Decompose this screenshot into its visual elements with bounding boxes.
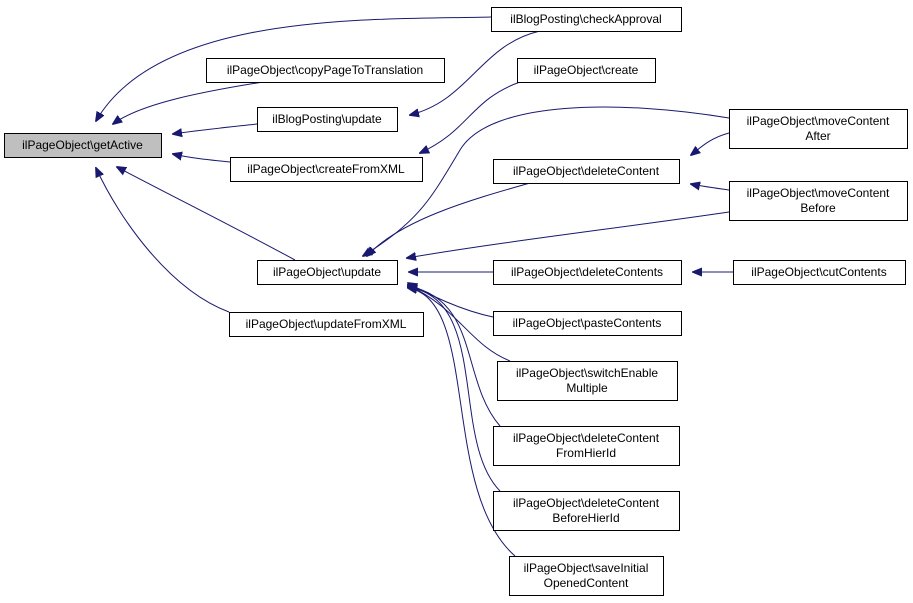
nodes-layer: ilPageObject\getActive ilBlogPosting\chec… bbox=[4, 7, 908, 596]
node-box-pasteContents bbox=[493, 311, 682, 336]
node-create[interactable]: ilPageObject\create bbox=[517, 58, 656, 83]
node-label-saveInitialOpenedContent-0: ilPageObject\saveInitial bbox=[524, 561, 649, 575]
node-label-saveInitialOpenedContent-1: OpenedContent bbox=[544, 576, 629, 590]
edges-layer bbox=[96, 16, 733, 557]
node-label-copyPageToTranslation-0: ilPageObject\copyPageToTranslation bbox=[227, 63, 423, 77]
node-label-blogUpdate-0: ilBlogPosting\update bbox=[272, 112, 382, 126]
node-box-deleteContentFromHierId bbox=[493, 426, 680, 466]
edge-updateFromXML-to-getActive bbox=[96, 168, 230, 313]
node-box-update bbox=[257, 260, 398, 285]
node-label-deleteContentFromHierId-0: ilPageObject\deleteContent bbox=[513, 431, 660, 445]
edge-moveContentBefore-to-update bbox=[407, 211, 730, 258]
node-box-moveContentAfter bbox=[729, 109, 908, 149]
edge-deleteContentFromHierId-to-update bbox=[408, 286, 501, 427]
node-label-pasteContents-0: ilPageObject\pasteContents bbox=[513, 316, 662, 330]
node-label-checkApproval-0: ilBlogPosting\checkApproval bbox=[510, 12, 661, 26]
node-box-cutContents bbox=[733, 260, 906, 285]
node-deleteContent[interactable]: ilPageObject\deleteContent bbox=[493, 159, 680, 184]
node-box-deleteContentBeforeHierId bbox=[493, 491, 680, 531]
node-cutContents[interactable]: ilPageObject\cutContents bbox=[733, 260, 906, 285]
node-label-moveContentBefore-1: Before bbox=[800, 201, 836, 215]
node-label-updateFromXML-0: ilPageObject\updateFromXML bbox=[246, 317, 407, 331]
edge-checkApproval-to-blogUpdate bbox=[410, 30, 541, 115]
edge-moveContentAfter-to-deleteContent bbox=[691, 132, 730, 155]
node-label-moveContentBefore-0: ilPageObject\moveContent bbox=[747, 186, 890, 200]
node-label-switchEnableMultiple-0: ilPageObject\switchEnable bbox=[516, 366, 658, 380]
edge-deleteContentBeforeHierId-to-update bbox=[408, 287, 501, 492]
edge-switchEnableMultiple-to-update bbox=[408, 285, 511, 362]
node-box-copyPageToTranslation bbox=[206, 58, 445, 83]
node-pasteContents[interactable]: ilPageObject\pasteContents bbox=[493, 311, 682, 336]
node-box-moveContentBefore bbox=[729, 181, 908, 221]
node-label-deleteContents-0: ilPageObject\deleteContents bbox=[511, 265, 663, 279]
edge-create-to-createFromXML bbox=[420, 81, 521, 153]
node-blogUpdate[interactable]: ilBlogPosting\update bbox=[257, 107, 398, 132]
edge-moveContentAfter-to-update bbox=[363, 106, 730, 256]
node-box-blogUpdate bbox=[257, 107, 398, 132]
node-label-createFromXML-0: ilPageObject\createFromXML bbox=[247, 162, 405, 176]
node-label-switchEnableMultiple-1: Multiple bbox=[566, 381, 608, 395]
node-box-create bbox=[517, 58, 656, 83]
edge-update-to-getActive bbox=[117, 167, 296, 261]
node-createFromXML[interactable]: ilPageObject\createFromXML bbox=[230, 157, 423, 182]
node-getActive[interactable]: ilPageObject\getActive bbox=[4, 133, 162, 158]
node-label-moveContentAfter-0: ilPageObject\moveContent bbox=[747, 114, 890, 128]
node-box-updateFromXML bbox=[229, 312, 424, 337]
node-box-deleteContents bbox=[493, 260, 682, 285]
node-label-update-0: ilPageObject\update bbox=[273, 265, 381, 279]
node-deleteContents[interactable]: ilPageObject\deleteContents bbox=[493, 260, 682, 285]
node-checkApproval[interactable]: ilBlogPosting\checkApproval bbox=[491, 7, 682, 32]
edge-moveContentBefore-to-deleteContent bbox=[691, 184, 730, 190]
edge-createFromXML-to-getActive bbox=[173, 154, 231, 163]
node-copyPageToTranslation[interactable]: ilPageObject\copyPageToTranslation bbox=[206, 58, 445, 83]
node-box-createFromXML bbox=[230, 157, 423, 182]
node-label-deleteContent-0: ilPageObject\deleteContent bbox=[513, 164, 660, 178]
node-label-create-0: ilPageObject\create bbox=[534, 63, 639, 77]
node-box-deleteContent bbox=[493, 159, 680, 184]
node-box-getActive bbox=[4, 133, 162, 158]
node-label-cutContents-0: ilPageObject\cutContents bbox=[751, 265, 886, 279]
node-label-deleteContentBeforeHierId-1: BeforeHierId bbox=[552, 511, 619, 525]
node-label-moveContentAfter-1: After bbox=[805, 129, 830, 143]
edge-blogUpdate-to-getActive bbox=[173, 123, 258, 134]
node-label-getActive-0: ilPageObject\getActive bbox=[22, 138, 143, 152]
node-box-switchEnableMultiple bbox=[497, 361, 678, 401]
node-box-saveInitialOpenedContent bbox=[509, 556, 664, 596]
node-label-deleteContentFromHierId-1: FromHierId bbox=[556, 446, 616, 460]
edge-checkApproval-to-getActive bbox=[96, 16, 492, 121]
edge-copyPageToTranslation-to-getActive bbox=[113, 81, 264, 124]
node-update[interactable]: ilPageObject\update bbox=[257, 260, 398, 285]
node-label-deleteContentBeforeHierId-0: ilPageObject\deleteContent bbox=[513, 496, 660, 510]
node-updateFromXML[interactable]: ilPageObject\updateFromXML bbox=[229, 312, 424, 337]
node-box-checkApproval bbox=[491, 7, 682, 32]
edge-deleteContent-to-update bbox=[367, 182, 531, 256]
edge-saveInitialOpenedContent-to-update bbox=[408, 288, 516, 557]
